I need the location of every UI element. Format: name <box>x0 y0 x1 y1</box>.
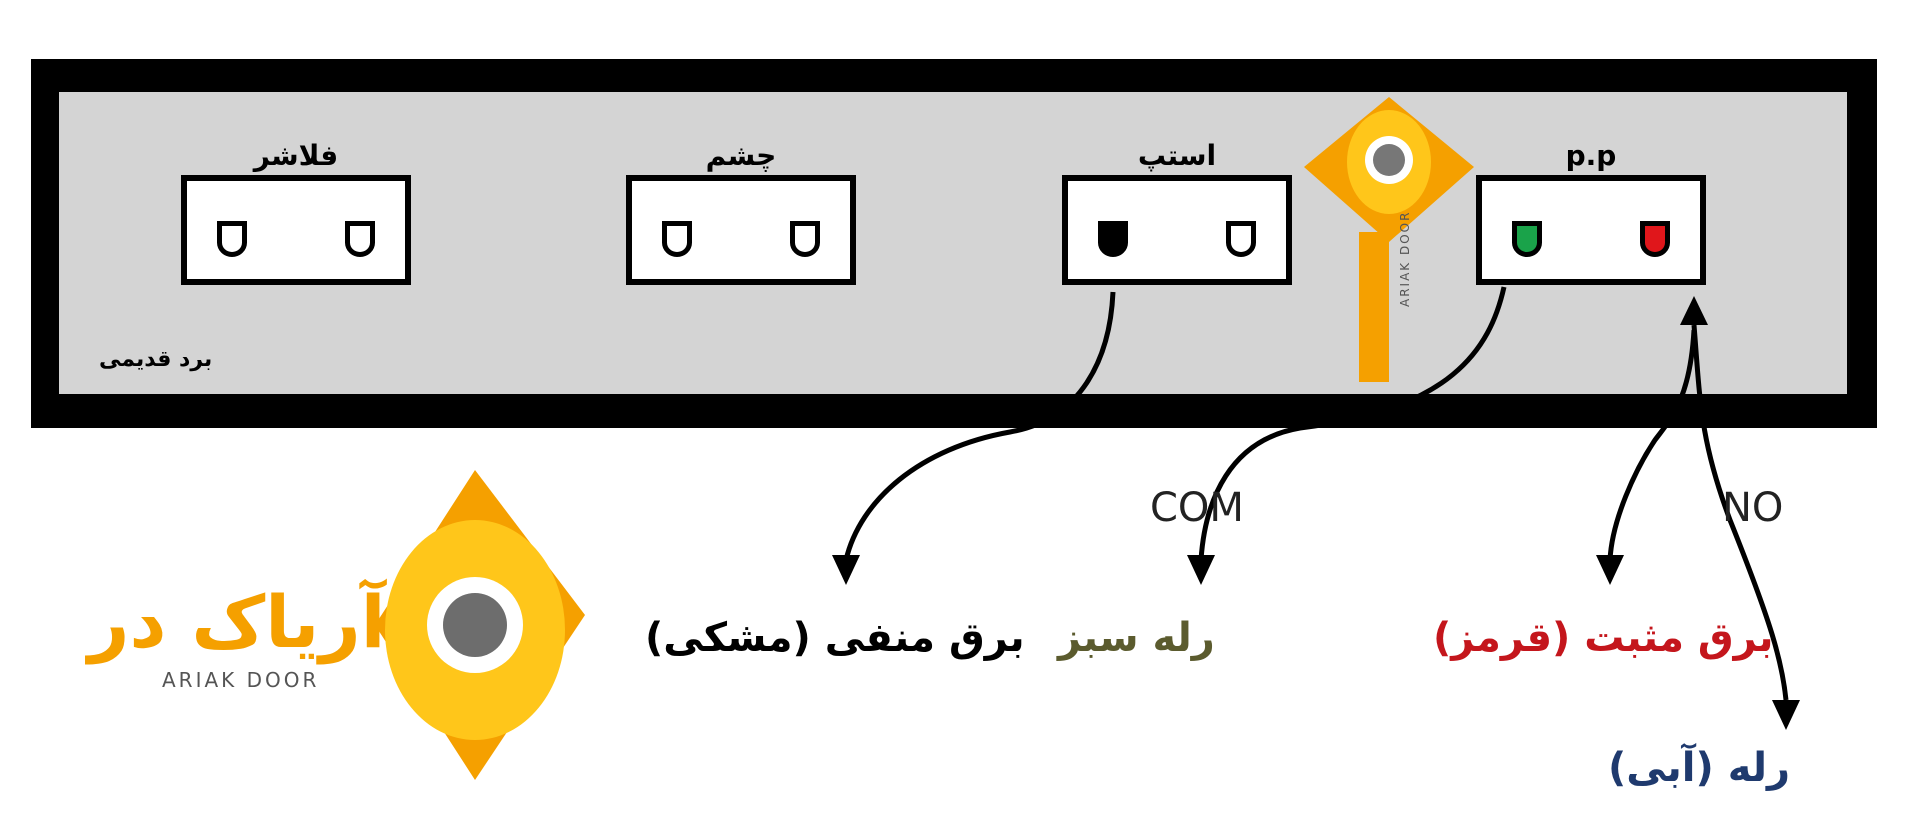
board-panel: فلاشر چشم استپ p.p برد قدیمی ARIAK D <box>59 92 1847 394</box>
connector-pp: p.p <box>1476 139 1706 285</box>
connector-label: فلاشر <box>253 139 339 172</box>
pin-red <box>1640 221 1670 257</box>
board-name: برد قدیمی <box>99 347 213 372</box>
wire-no <box>1691 324 1789 701</box>
connector-label: p.p <box>1565 139 1617 172</box>
svg-text:ARIAK DOOR: ARIAK DOOR <box>1398 211 1412 307</box>
logo-watermark-icon: ARIAK DOOR <box>1304 97 1474 382</box>
arrowhead <box>1187 555 1215 585</box>
logo-emblem-icon <box>375 470 585 780</box>
pin <box>662 221 692 257</box>
connector-stop: استپ <box>1062 139 1292 285</box>
connector-flasher: فلاشر <box>181 139 411 285</box>
arrowhead <box>832 555 860 585</box>
terminal-no: NO <box>1722 485 1784 531</box>
logo-subtitle: ARIAK DOOR <box>162 668 320 692</box>
pin <box>217 221 247 257</box>
connector-eye: چشم <box>626 139 856 285</box>
connector-label: چشم <box>705 139 777 172</box>
pin-green <box>1512 221 1542 257</box>
wire-negative <box>843 291 1116 561</box>
label-relay-green: رله سبز <box>1058 615 1215 661</box>
pin-black <box>1098 221 1128 257</box>
wire-positive <box>1607 329 1697 561</box>
pin <box>790 221 820 257</box>
pin <box>345 221 375 257</box>
arrowhead-up <box>1680 296 1708 325</box>
pin <box>1226 221 1256 257</box>
logo-text: آریاک در <box>88 580 386 664</box>
control-board: فلاشر چشم استپ p.p برد قدیمی ARIAK D <box>31 59 1877 428</box>
arrowhead <box>1596 555 1624 585</box>
label-positive: برق مثبت (قرمز) <box>1433 615 1774 661</box>
label-relay-blue: رله (آبی) <box>1608 745 1790 791</box>
wire-com <box>1198 286 1507 561</box>
arrowhead <box>1772 700 1800 730</box>
connector-label: استپ <box>1137 139 1217 172</box>
terminal-com: COM <box>1150 485 1244 531</box>
label-negative: برق منفی (مشکی) <box>645 615 1025 661</box>
